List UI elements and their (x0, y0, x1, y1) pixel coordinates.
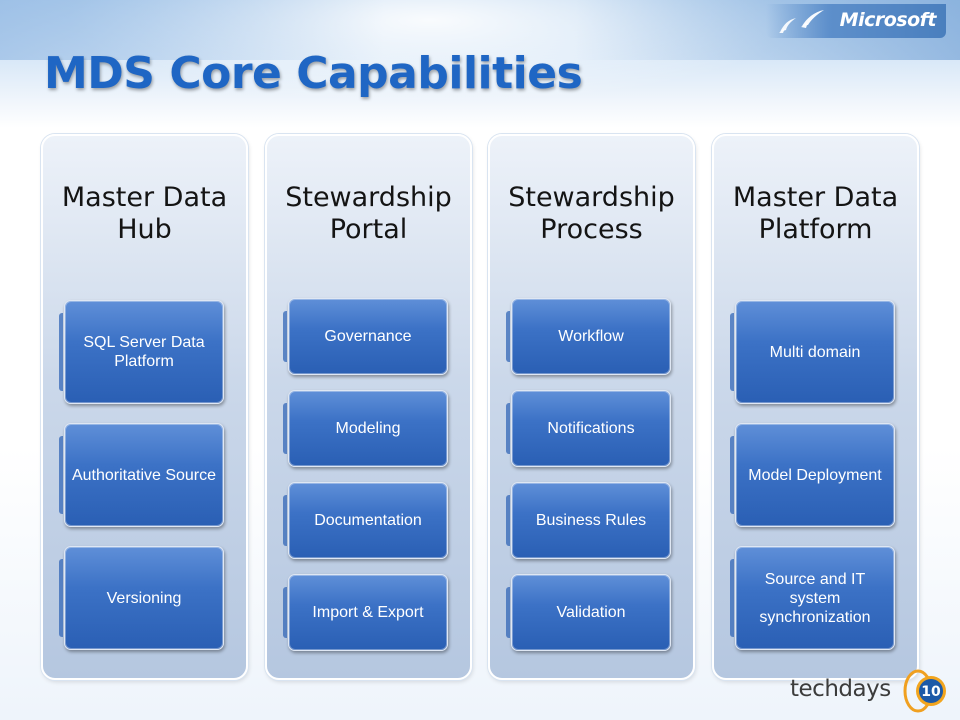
column-title: Master Data Hub (61, 182, 228, 245)
techdays-wordmark: techdays (790, 676, 891, 702)
column-title: Stewardship Portal (285, 182, 452, 245)
microsoft-wordmark: Microsoft (839, 9, 937, 31)
capability-box: Business Rules (506, 482, 671, 559)
capability-box: Governance (283, 298, 448, 375)
capability-box: SQL Server Data Platform (59, 300, 224, 404)
capability-box: Model Deployment (730, 423, 895, 527)
capability-box: Source and IT system synchronization (730, 546, 895, 650)
capability-box: Import & Export (283, 574, 448, 651)
capability-box: Documentation (283, 482, 448, 559)
capability-box: Versioning (59, 546, 224, 650)
column-stewardship-portal: Stewardship Portal Governance Modeling D… (265, 134, 472, 680)
column-title: Stewardship Process (508, 182, 675, 245)
microsoft-logo: Microsoft (766, 4, 946, 38)
slide-title: MDS Core Capabilities (44, 48, 583, 99)
capability-box: Validation (506, 574, 671, 651)
capability-box: Modeling (283, 390, 448, 467)
column-master-data-platform: Master Data Platform Multi domain Model … (712, 134, 919, 680)
capability-box: Notifications (506, 390, 671, 467)
capability-box: Authoritative Source (59, 423, 224, 527)
techdays-logo: techdays 10 (790, 668, 950, 713)
capability-box: Workflow (506, 298, 671, 375)
column-master-data-hub: Master Data Hub SQL Server Data Platform… (41, 134, 248, 680)
birds-icon (779, 10, 824, 33)
techdays-ring-icon: 10 (903, 669, 946, 713)
capability-box: Multi domain (730, 300, 895, 404)
techdays-number: 10 (921, 684, 941, 700)
column-stewardship-process: Stewardship Process Workflow Notificatio… (488, 134, 695, 680)
column-title: Master Data Platform (732, 182, 899, 245)
